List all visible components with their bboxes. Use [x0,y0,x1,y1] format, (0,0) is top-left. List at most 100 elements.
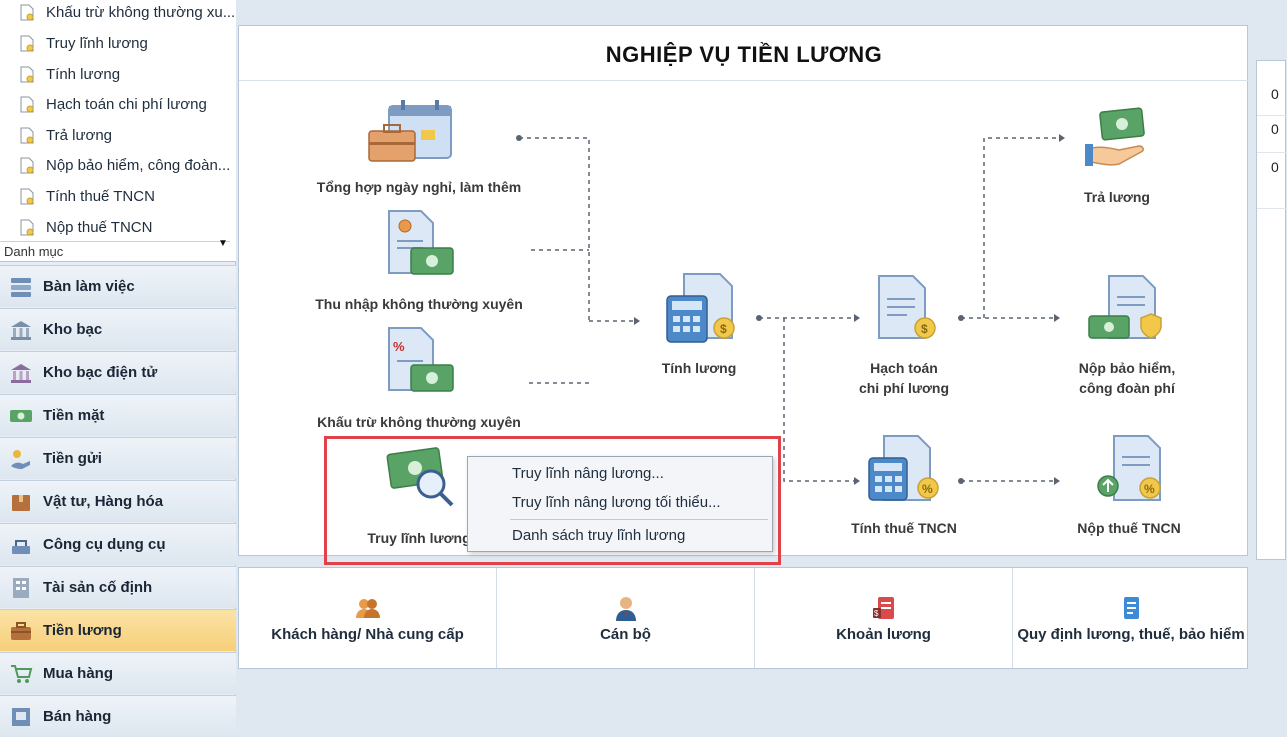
menu-divider [510,519,768,520]
node-label-nop-thue[interactable]: Nộp thuế TNCN [1077,520,1181,536]
module-label: Bàn làm việc [43,278,135,295]
node-label-khau-tru[interactable]: Khấu trừ không thường xuyên [317,414,521,430]
feature-tree: Khấu trừ không thường xu... Truy lĩnh lư… [0,0,236,262]
menu-item-danh-sach-truy-linh[interactable]: Danh sách truy lĩnh lương [512,527,686,544]
node-label-thu-nhap[interactable]: Thu nhập không thường xuyên [315,296,523,312]
box-icon [12,494,30,511]
module-vat-tu-hang-hoa[interactable]: Vật tư, Hàng hóa [0,480,236,522]
bank-icon [11,320,31,340]
e-bank-icon [11,363,31,383]
insurance-document-shield-icon[interactable] [1088,275,1162,339]
right-side-panel: 0 0 0 [1256,60,1287,560]
module-kho-bac-dien-tu[interactable]: Kho bạc điện tử [0,351,236,393]
tree-item-label: Truy lĩnh lương [46,34,148,52]
svg-text:$: $ [720,322,727,336]
calculator-percent-icon[interactable]: % [868,435,939,501]
module-label: Mua hàng [43,665,113,682]
tree-item-tra-luong[interactable]: Trả lương [20,123,232,147]
node-label-truy-linh[interactable]: Truy lĩnh lương [367,530,471,546]
staff-icon [615,597,636,621]
svg-text:%: % [393,339,405,354]
regulation-book-icon [1124,597,1139,619]
menu-item-truy-linh-nang-luong[interactable]: Truy lĩnh nâng lương... [512,465,664,482]
calendar-briefcase-icon[interactable] [368,100,452,162]
module-label: Tiền lương [43,622,122,639]
category-khoan-luong[interactable]: $ Khoản lương [755,568,1013,668]
tree-item-truy-linh[interactable]: Truy lĩnh lương [20,31,232,55]
node-label-tra-luong[interactable]: Trả lương [1084,189,1150,205]
module-label: Công cụ dụng cụ [43,536,166,553]
category-quy-dinh[interactable]: Quy định lương, thuế, bảo hiểm [1013,568,1249,668]
money-hand-icon[interactable] [1085,107,1145,166]
tree-item-khau-tru[interactable]: Khấu trừ không thường xu... [20,0,236,24]
node-label-line: Hạch toán [870,360,938,376]
tax-payment-document-icon[interactable]: % [1097,435,1161,501]
right-panel-row: 0 [1257,159,1287,209]
document-icon [20,127,34,143]
tree-item-tinh-thue[interactable]: Tính thuế TNCN [20,184,232,208]
module-ban-lam-viec[interactable]: Bàn làm việc [0,265,236,307]
module-cong-cu-dung-cu[interactable]: Công cụ dụng cụ [0,523,236,565]
module-kho-bac[interactable]: Kho bạc [0,308,236,350]
percent-document-money-icon[interactable]: % [388,327,454,392]
tree-item-hach-toan[interactable]: Hạch toán chi phí lương [20,92,232,116]
module-tai-san-co-dinh[interactable]: Tài sản cố định [0,566,236,608]
node-label-tinh-thue[interactable]: Tính thuế TNCN [851,520,957,536]
accounting-document-coin-icon[interactable]: $ [878,275,936,339]
right-panel-row: 0 [1257,121,1287,153]
menu-item-truy-linh-nang-luong-toi-thieu[interactable]: Truy lĩnh nâng lương tối thiểu... [512,494,721,511]
category-khach-hang[interactable]: Khách hàng/ Nhà cung cấp [239,568,497,668]
module-mua-hang[interactable]: Mua hàng [0,652,236,694]
document-icon [20,35,34,51]
page-title: NGHIỆP VỤ TIỀN LƯƠNG [605,42,883,67]
node-label-tinh-luong[interactable]: Tính lương [661,360,737,376]
category-can-bo[interactable]: Cán bộ [497,568,755,668]
module-label: Tài sản cố định [43,579,153,596]
node-label-tong-hop[interactable]: Tổng hợp ngày nghỉ, làm thêm [316,179,522,195]
certificate-money-icon[interactable] [388,210,454,275]
context-menu: Truy lĩnh nâng lương... Truy lĩnh nâng l… [467,456,773,552]
module-label: Tiền mặt [43,407,105,424]
module-label: Kho bạc [43,321,103,338]
module-tien-mat[interactable]: Tiền mặt [0,394,236,436]
customers-icon [355,599,380,618]
tree-item-label: Trả lương [46,126,113,144]
tree-item-label: Nộp thuế TNCN [46,218,153,236]
module-tien-luong[interactable]: Tiền lương [0,609,236,651]
tools-icon [12,539,30,554]
tree-item-label: Nộp bảo hiểm, công đoàn... [46,156,231,174]
category-label: Quy định lương, thuế, bảo hiểm [1017,626,1245,643]
caret-down-icon[interactable]: ▼ [218,238,228,249]
tree-item-tinh-luong[interactable]: Tính lương [20,62,232,86]
node-label-nop-bao-hiem[interactable]: Nộp bảo hiểm, công đoàn phí [1047,358,1207,398]
category-label: Khách hàng/ Nhà cung cấp [271,626,464,643]
title-divider [239,80,1249,81]
module-label: Tiền gửi [43,450,102,467]
tree-divider [0,241,230,242]
document-icon [20,96,34,112]
node-label-hach-toan[interactable]: Hạch toán chi phí lương [829,358,979,398]
svg-text:$: $ [921,322,928,336]
desktop-list-icon [11,277,31,297]
connector-arrowheads [516,134,1065,485]
module-ban-hang[interactable]: Bán hàng [0,695,236,737]
store-icon [12,707,30,726]
module-tien-gui[interactable]: Tiền gửi [0,437,236,479]
right-panel-row: 0 [1257,86,1287,116]
cash-icon [10,409,32,422]
module-label: Vật tư, Hàng hóa [43,493,164,510]
calculator-document-coin-icon[interactable]: $ [666,273,735,343]
svg-text:$: $ [874,609,879,618]
deposit-coins-icon [11,449,30,469]
money-magnifier-icon[interactable] [386,447,454,507]
tree-item-label: Hạch toán chi phí lương [46,95,207,113]
tree-footer-label: Danh mục [4,244,64,259]
document-icon [20,219,34,235]
fixed-asset-icon [13,577,29,598]
tree-item-label: Khấu trừ không thường xu... [46,3,236,21]
tree-item-label: Tính thuế TNCN [46,187,155,205]
svg-text:%: % [1144,482,1155,496]
module-label: Kho bạc điện tử [43,364,158,381]
tree-item-nop-thue[interactable]: Nộp thuế TNCN [20,215,232,239]
tree-item-nop-bao-hiem[interactable]: Nộp bảo hiểm, công đoàn... [20,153,232,177]
